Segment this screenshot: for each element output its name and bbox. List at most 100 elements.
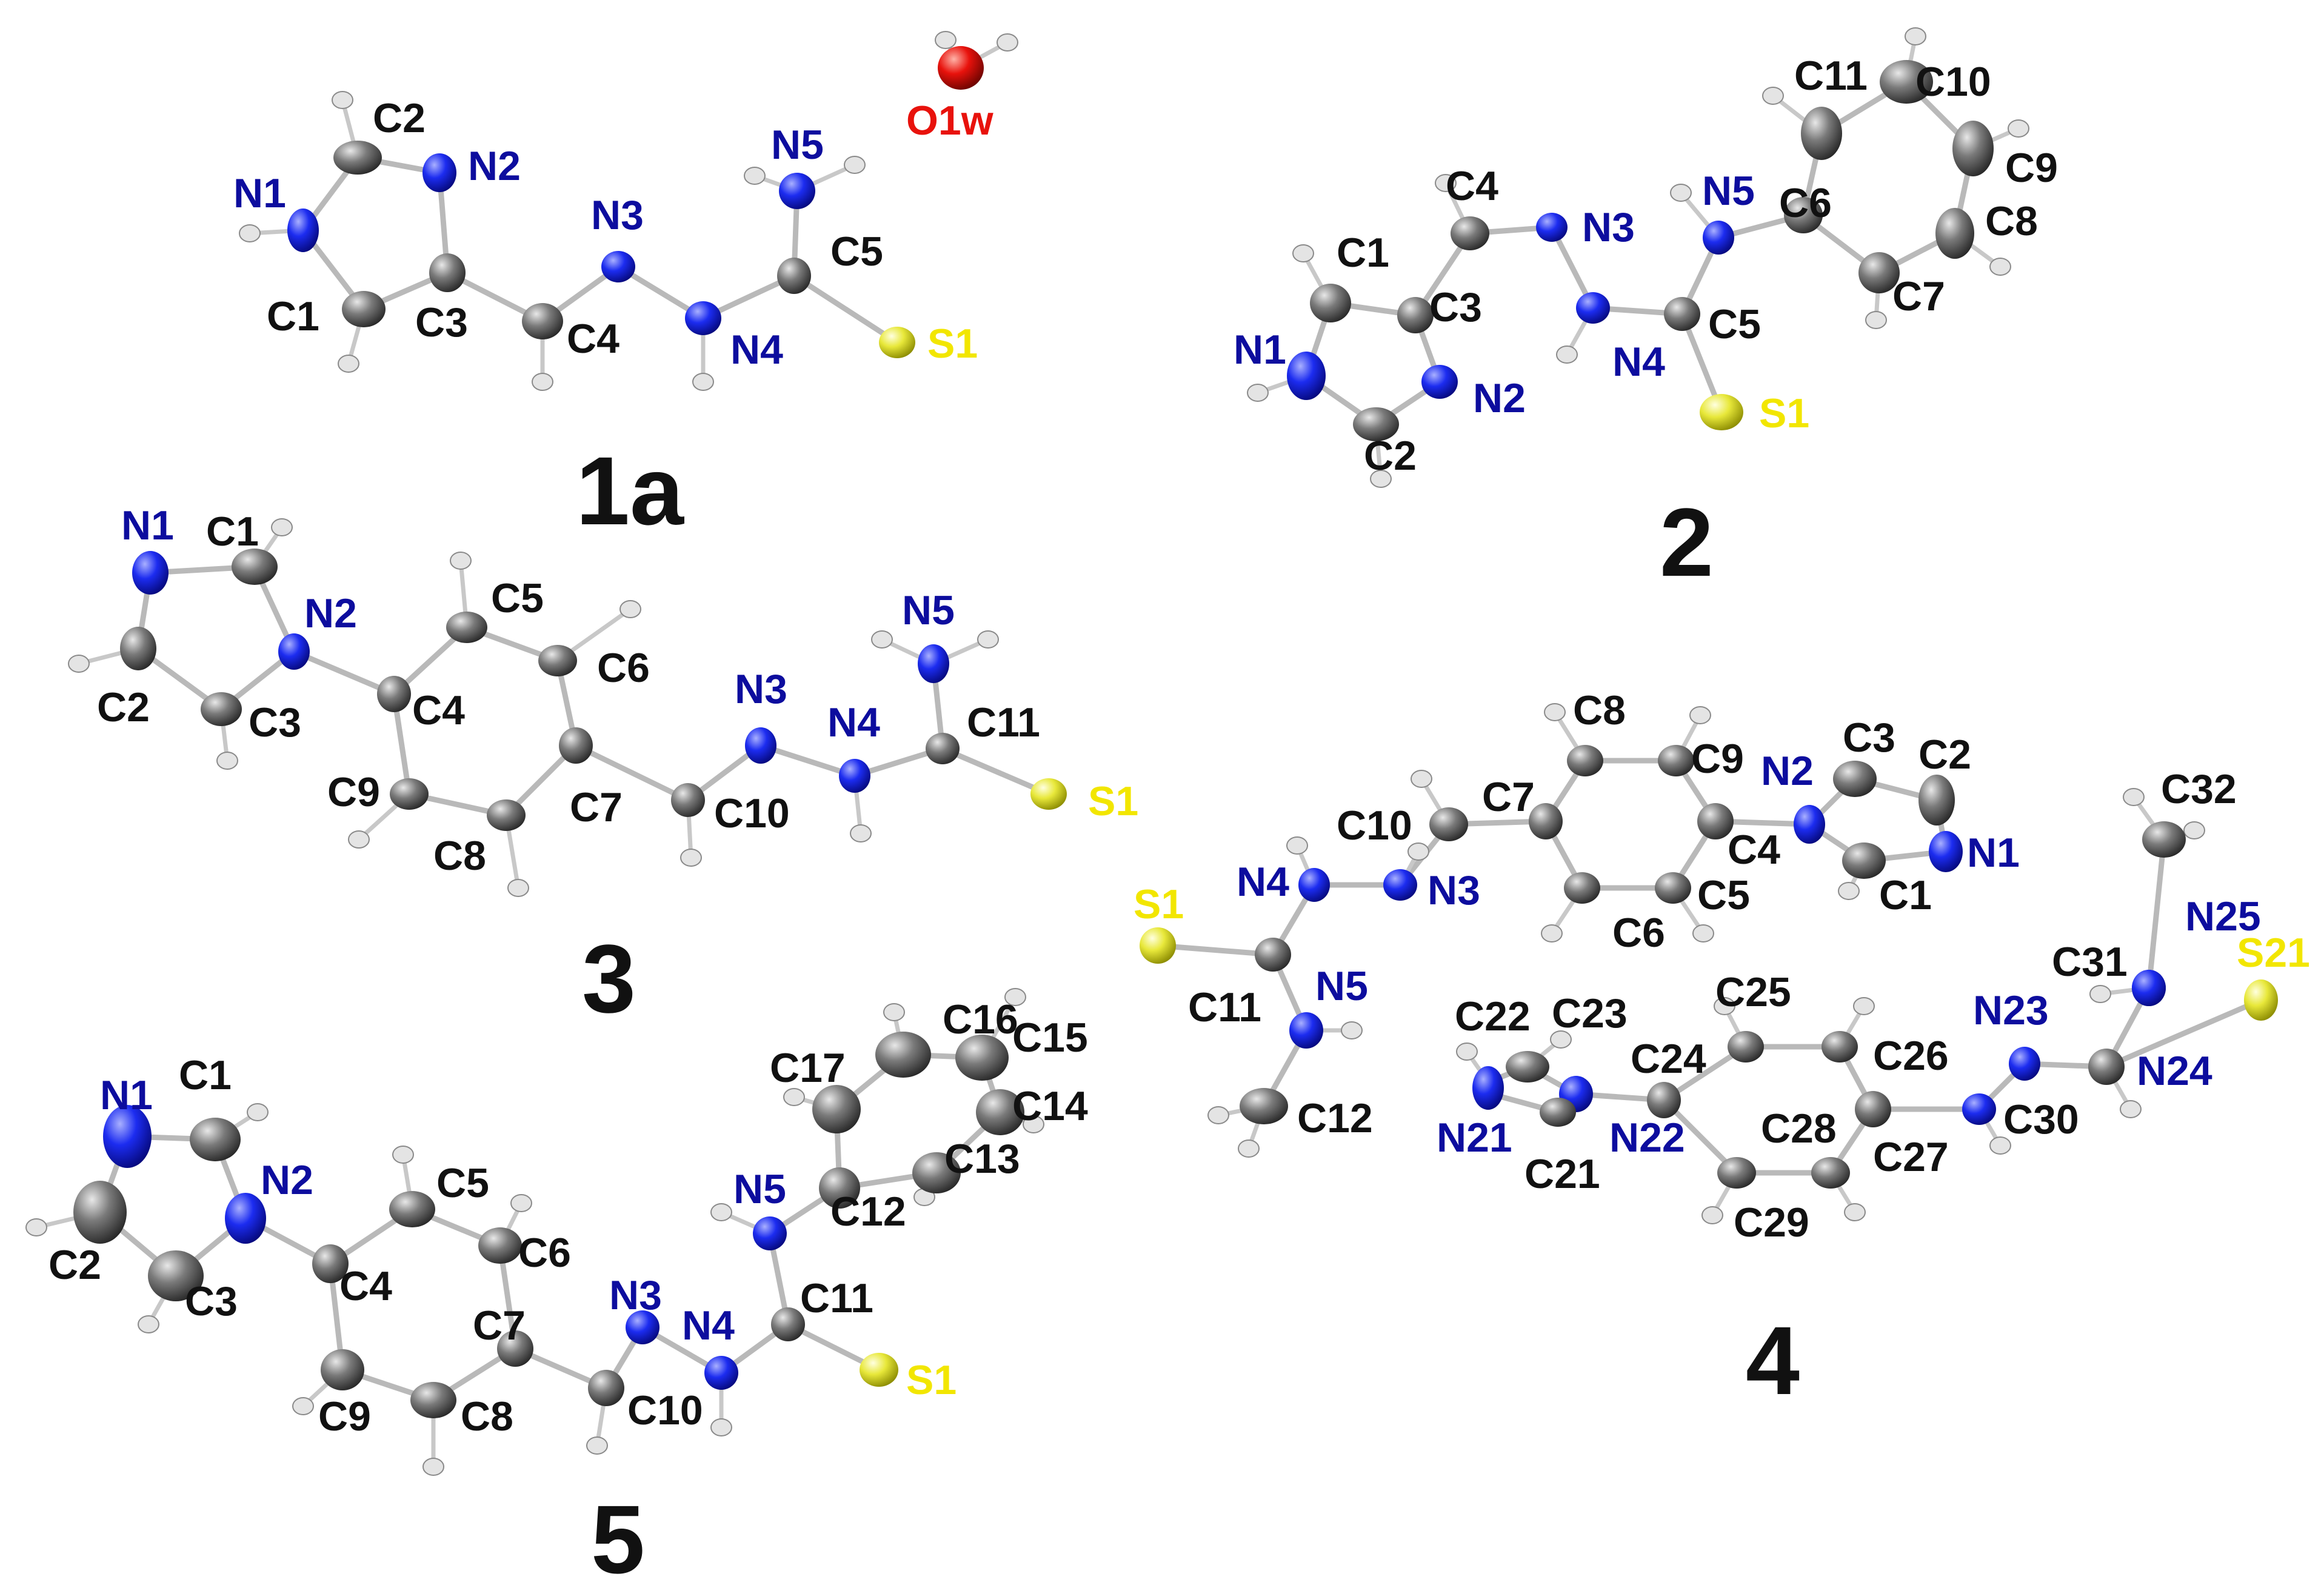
atom-label: C26: [1873, 1033, 1949, 1079]
atom-label: S1: [906, 1357, 957, 1403]
atom-label: C9: [2005, 145, 2058, 191]
atom-label: C11: [1794, 53, 1868, 99]
atom-label: C5: [1708, 301, 1761, 347]
atom-label: N3: [609, 1272, 662, 1318]
atom-label: C4: [1728, 827, 1780, 873]
atom-label: C8: [1573, 687, 1626, 733]
atom-label: C10: [1915, 59, 1991, 105]
atom-label: N4: [1237, 859, 1289, 905]
molecule-title: 4: [1746, 1306, 1800, 1415]
molecule-3: N1 C1 N2 C5 N5 C6 N3 C11 N4 C2 C3 C4 S1 …: [68, 502, 1138, 1033]
atom-label: N2: [304, 590, 357, 636]
atom-label: C5: [491, 575, 544, 621]
atom-label: C31: [2052, 939, 2128, 985]
atom-label: C3: [1843, 715, 1895, 761]
atom-label: C15: [1012, 1015, 1088, 1061]
labels-2: C11 C10 C4 N5 C6 C9 N3 C8 C1 C3 C5 C7 N1…: [1234, 53, 2058, 596]
atom-label: C9: [1691, 736, 1744, 782]
atom-label: S1: [927, 321, 978, 367]
atom-label: C7: [1482, 774, 1535, 820]
atom-label: C13: [944, 1136, 1020, 1182]
atom-label: C8: [1985, 198, 2038, 244]
molecule-title: 2: [1660, 488, 1714, 596]
atom-label: C14: [1012, 1083, 1088, 1129]
atom-label: N5: [902, 587, 955, 633]
molecule-1a: C2 N2 N1 N3 N5 O1w C5 C1 C3 C4 N4 S1 1a: [233, 31, 1018, 545]
atom-label: C5: [830, 229, 883, 275]
atom-label: C3: [1429, 284, 1482, 330]
atom-label: N5: [771, 122, 824, 168]
atom-label: C2: [1364, 433, 1417, 479]
atom-label: S1: [1088, 778, 1138, 824]
atoms-4: [1140, 703, 2278, 1224]
atom-label: C8: [461, 1393, 513, 1440]
labels-3: N1 C1 N2 C5 N5 C6 N3 C11 N4 C2 C3 C4 S1 …: [97, 502, 1138, 1033]
atom-label: C12: [1297, 1095, 1373, 1141]
atom-label: C9: [327, 769, 380, 815]
atom-label: C11: [1188, 984, 1261, 1030]
atoms-1a: [239, 31, 1018, 391]
atom-label: N23: [1973, 987, 2049, 1033]
atom-label: C4: [1446, 163, 1498, 209]
atom-label: C23: [1552, 990, 1628, 1036]
atom-label: C27: [1873, 1134, 1949, 1180]
molecule-title: 3: [582, 924, 636, 1033]
atom-label: C7: [1892, 273, 1945, 319]
atom-label: C4: [567, 316, 619, 362]
molecule-title: 5: [591, 1485, 645, 1588]
atom-label: N3: [591, 192, 644, 238]
molecule-5: C16 N1 C1 C15 C17 C14 N2 C5 C13 N5 C6 C1…: [25, 988, 1088, 1588]
atom-label: C11: [967, 699, 1040, 746]
atom-label: C25: [1715, 969, 1791, 1015]
atom-label: C4: [339, 1263, 392, 1309]
atom-label: C2: [1918, 732, 1971, 778]
atom-label: C3: [249, 699, 301, 746]
atom-label: N2: [1761, 748, 1814, 794]
atom-label: C1: [1337, 230, 1389, 276]
atom-label: N5: [733, 1166, 786, 1212]
atom-label: S21: [2237, 930, 2310, 976]
atoms-3: [68, 518, 1067, 897]
atom-label: C10: [714, 790, 790, 836]
atom-label: N3: [1427, 867, 1480, 913]
atom-label: C11: [800, 1275, 873, 1321]
atoms-5: [25, 988, 1044, 1476]
atom-label: N4: [827, 699, 880, 746]
atom-label: C22: [1455, 993, 1531, 1039]
atom-label: C16: [943, 996, 1018, 1043]
atom-label: N4: [1612, 339, 1665, 385]
atom-label: C29: [1734, 1199, 1809, 1246]
atom-label: C6: [518, 1230, 571, 1276]
atom-label: C12: [830, 1189, 906, 1235]
atom-label: C21: [1524, 1151, 1600, 1197]
labels-5: C16 N1 C1 C15 C17 C14 N2 C5 C13 N5 C6 C1…: [48, 996, 1088, 1588]
atom-label: N5: [1315, 963, 1368, 1009]
atom-label: C32: [2161, 766, 2237, 812]
atom-label: N1: [121, 502, 174, 549]
labels-1a: C2 N2 N1 N3 N5 O1w C5 C1 C3 C4 N4 S1 1a: [233, 95, 994, 545]
atom-label: N1: [1967, 830, 2020, 876]
atom-label: C5: [436, 1160, 489, 1206]
atom-label: C6: [597, 645, 650, 691]
atom-label: C7: [473, 1303, 526, 1349]
atom-label: C1: [206, 509, 259, 555]
atom-label: N25: [2185, 893, 2261, 939]
atom-label: N5: [1702, 168, 1755, 214]
atom-label: C4: [412, 687, 465, 733]
atom-label: N1: [100, 1072, 153, 1118]
atom-label: O1w: [906, 98, 994, 144]
atom-label: C9: [318, 1393, 371, 1440]
atom-label: C30: [2003, 1096, 2079, 1143]
atom-label: C10: [1337, 802, 1412, 849]
atom-label: C2: [48, 1242, 101, 1288]
atom-label: N2: [468, 143, 521, 189]
atom-label: S1: [1759, 390, 1809, 436]
atom-label: C10: [627, 1387, 703, 1433]
atom-label: C28: [1761, 1106, 1837, 1152]
atom-label: C8: [433, 833, 486, 879]
atom-label: C6: [1612, 910, 1665, 956]
atom-label: N1: [1234, 327, 1286, 373]
molecule-4: C8 C3 C9 N2 C2 C32 C7 C10 C4 N1 S1 N4 N3…: [1134, 687, 2310, 1415]
molecule-2: C11 C10 C4 N5 C6 C9 N3 C8 C1 C3 C5 C7 N1…: [1234, 27, 2058, 596]
atom-label: C1: [1879, 872, 1932, 918]
